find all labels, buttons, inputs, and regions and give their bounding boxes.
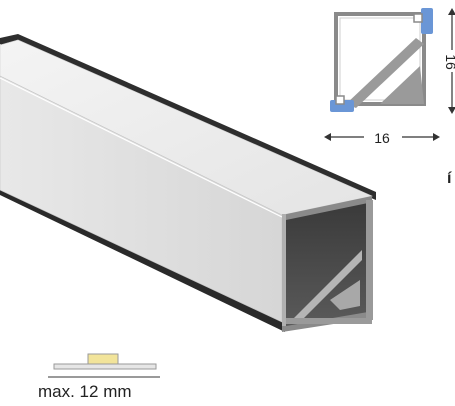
cross-section-diagram	[330, 8, 433, 112]
width-dimension-label: 16	[374, 130, 390, 146]
height-dimension	[448, 8, 455, 114]
max-strip-width-label: max. 12 mm	[38, 382, 132, 401]
height-dimension-label: 16	[443, 54, 455, 70]
cropped-text-glyph: í	[447, 170, 452, 187]
aluminium-profile	[0, 34, 376, 332]
profile-end-section	[282, 196, 373, 332]
led-strip-icon	[48, 353, 160, 378]
width-dimension	[324, 133, 440, 141]
